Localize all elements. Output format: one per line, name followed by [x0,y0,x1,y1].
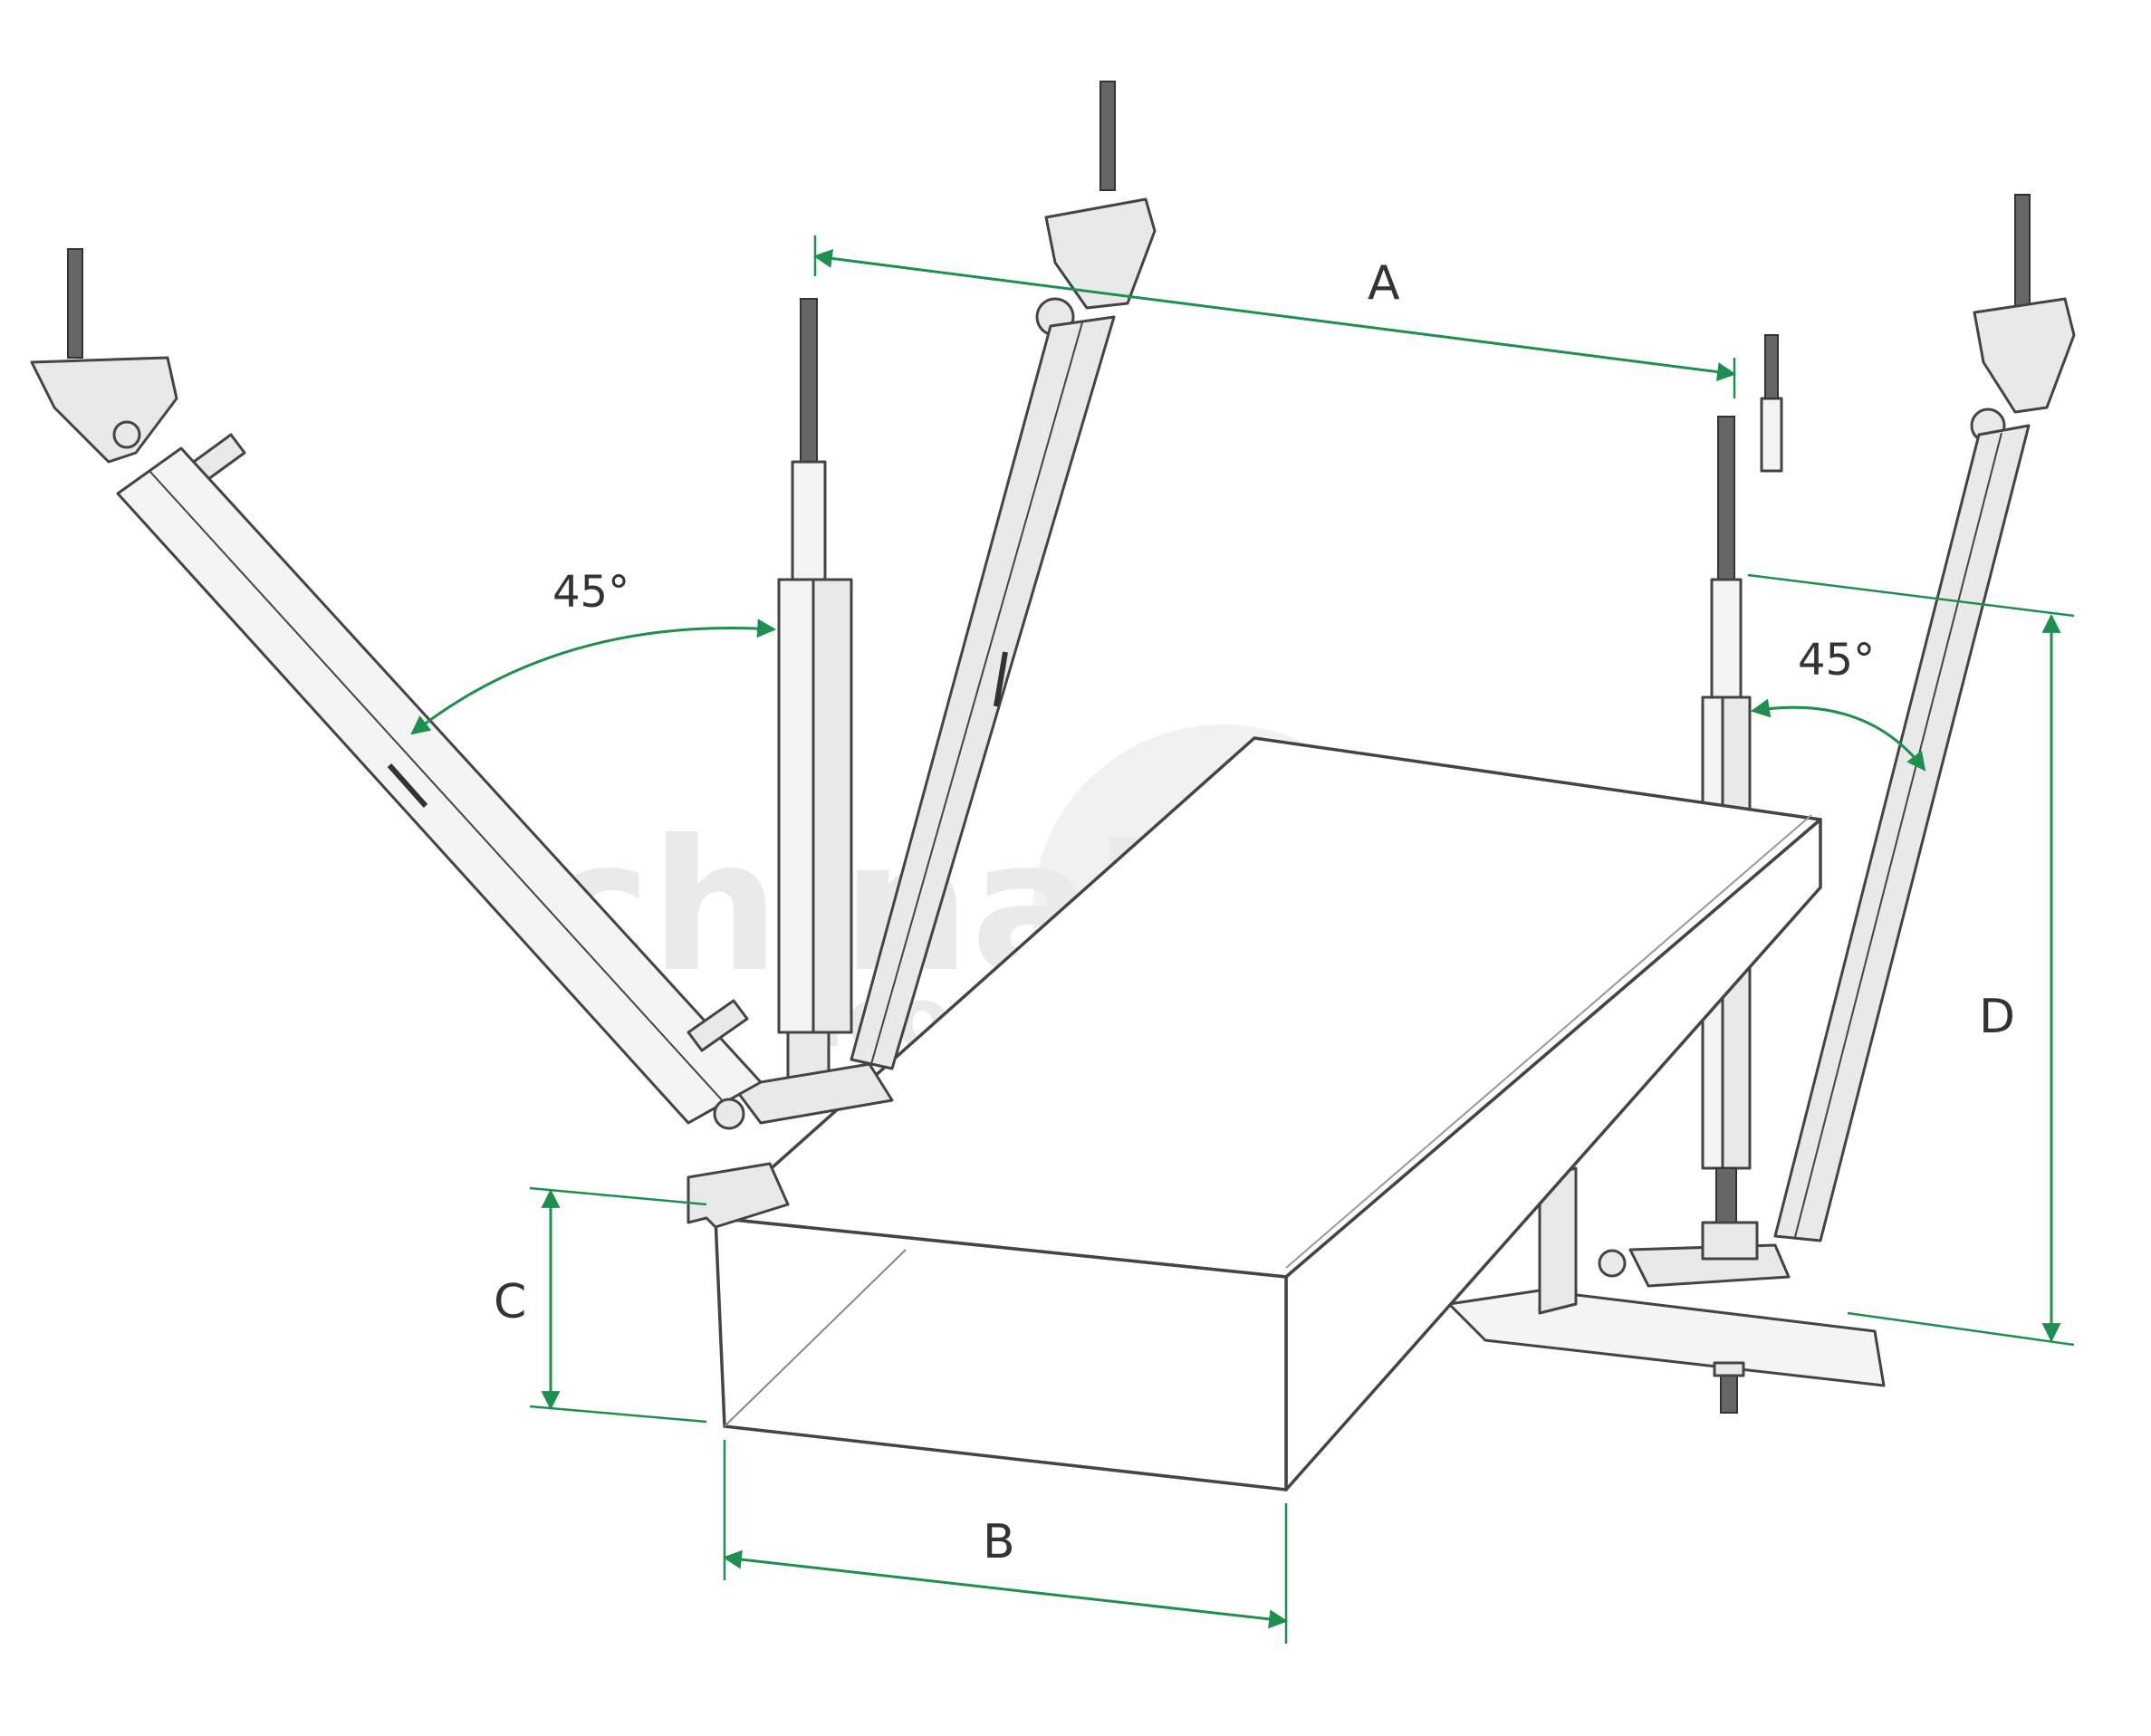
right-channel-strut [1447,1289,1886,1387]
dimension-lines [410,235,2075,1644]
left-channel-strut [687,1162,790,1229]
labels: A B C D 45° 45° [494,256,2015,1569]
middle-hanger-assembly [687,298,894,1229]
dimension-a-line [812,248,1737,382]
far-right-diagonal-brace [1773,424,2031,1242]
right-angle-arc [1750,698,1926,772]
left-top-threaded-rod [67,248,83,359]
label-b: B [983,1515,1015,1569]
left-lower-bracket-bolt [687,999,749,1052]
far-right-threaded-rod [1764,334,1779,399]
middle-hanger-coupler [791,460,827,581]
middle-vertical-hanger-face [777,578,815,1034]
middle-top-threaded-rod [1100,81,1116,191]
far-right-rod-sleeve [1760,397,1783,473]
left-angle-arc [410,619,777,735]
right-clamp-nut [1701,1221,1759,1261]
label-left-angle: 45° [552,567,629,618]
label-a: A [1368,256,1400,311]
left-ceiling-bracket [30,356,178,464]
right-rod-coupler [1710,578,1743,699]
left-lower-pivot [713,1098,745,1130]
rectangular-duct [714,736,1822,1491]
duct-front-face [714,1216,1288,1491]
label-d: D [1979,990,2015,1044]
left-bracket-pivot [112,420,141,449]
label-c: C [494,1275,526,1329]
dimension-b-line [722,1549,1289,1629]
label-right-angle: 45° [1798,635,1875,686]
right-threaded-rod-top [1717,416,1735,580]
far-right-ceiling-bracket [1970,194,2076,444]
middle-hanger-threaded-rod [800,298,818,463]
middle-hanger-base-plate [732,1062,894,1125]
left-diagonal-brace [116,446,763,1125]
left-brace-assembly [30,248,763,1130]
duct-top-inner-edge [1285,814,1812,1269]
duct-front-diagonal [724,1249,907,1427]
